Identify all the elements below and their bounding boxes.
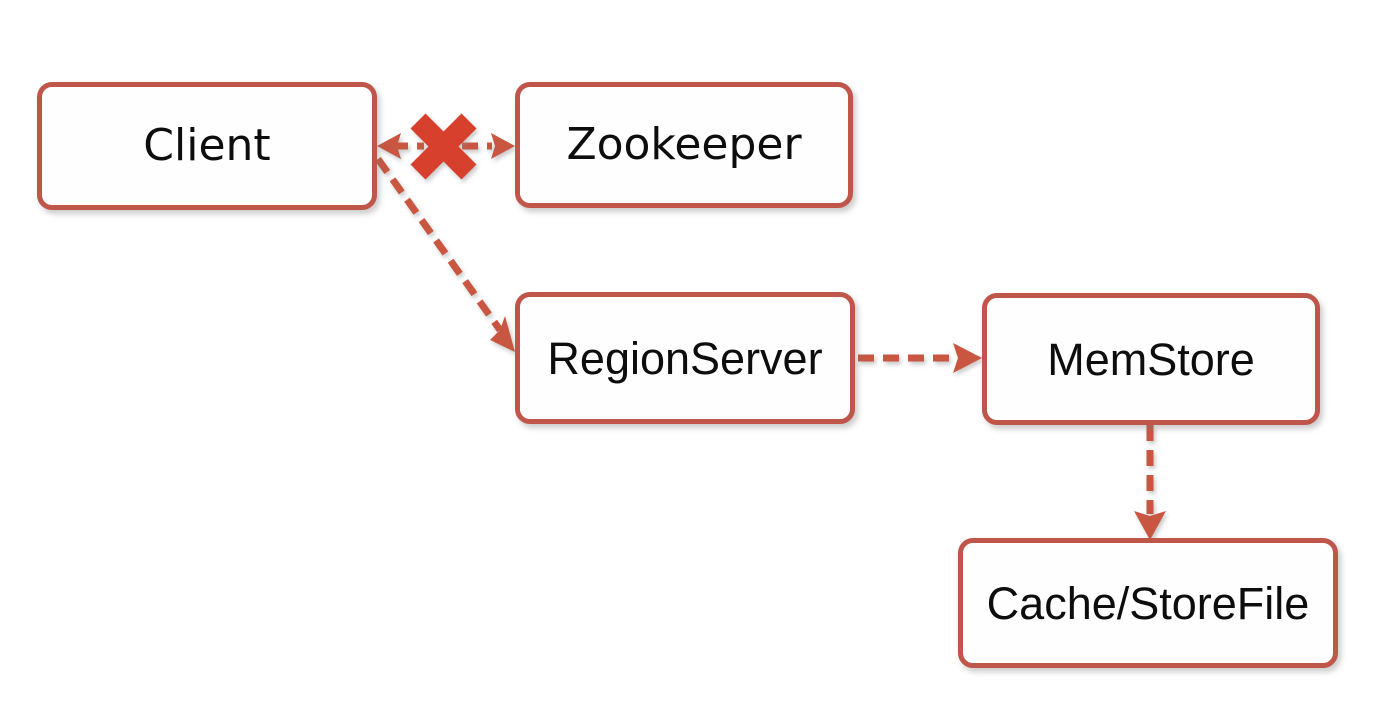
arrowhead-into-regionserver-diagonal (490, 316, 515, 352)
x-cross-icon (410, 113, 477, 180)
node-cachestorefile-label: Cache/StoreFile (986, 577, 1310, 629)
edge-client-zookeeper[interactable] (377, 133, 515, 159)
node-memstore[interactable]: MemStore (982, 293, 1320, 425)
arrowhead-into-cachestorefile (1134, 511, 1166, 540)
edge-memstore-cachestorefile[interactable] (1134, 425, 1166, 540)
node-zookeeper-label: Zookeeper (566, 119, 802, 170)
arrowhead-into-zookeeper (491, 133, 515, 159)
node-zookeeper[interactable]: Zookeeper (515, 82, 853, 208)
node-memstore-label: MemStore (1047, 333, 1255, 385)
arrowhead-into-memstore (953, 343, 982, 373)
edge-regionserver-memstore[interactable] (858, 343, 982, 373)
node-regionserver-label: RegionServer (547, 332, 823, 384)
node-regionserver[interactable]: RegionServer (515, 292, 855, 424)
arrowhead-into-client (377, 133, 401, 159)
node-client-label: Client (143, 120, 271, 171)
edge-client-regionserver[interactable] (375, 156, 515, 352)
edge-client-regionserver-line (375, 156, 503, 333)
node-cachestorefile[interactable]: Cache/StoreFile (958, 538, 1338, 668)
node-client[interactable]: Client (37, 82, 377, 210)
